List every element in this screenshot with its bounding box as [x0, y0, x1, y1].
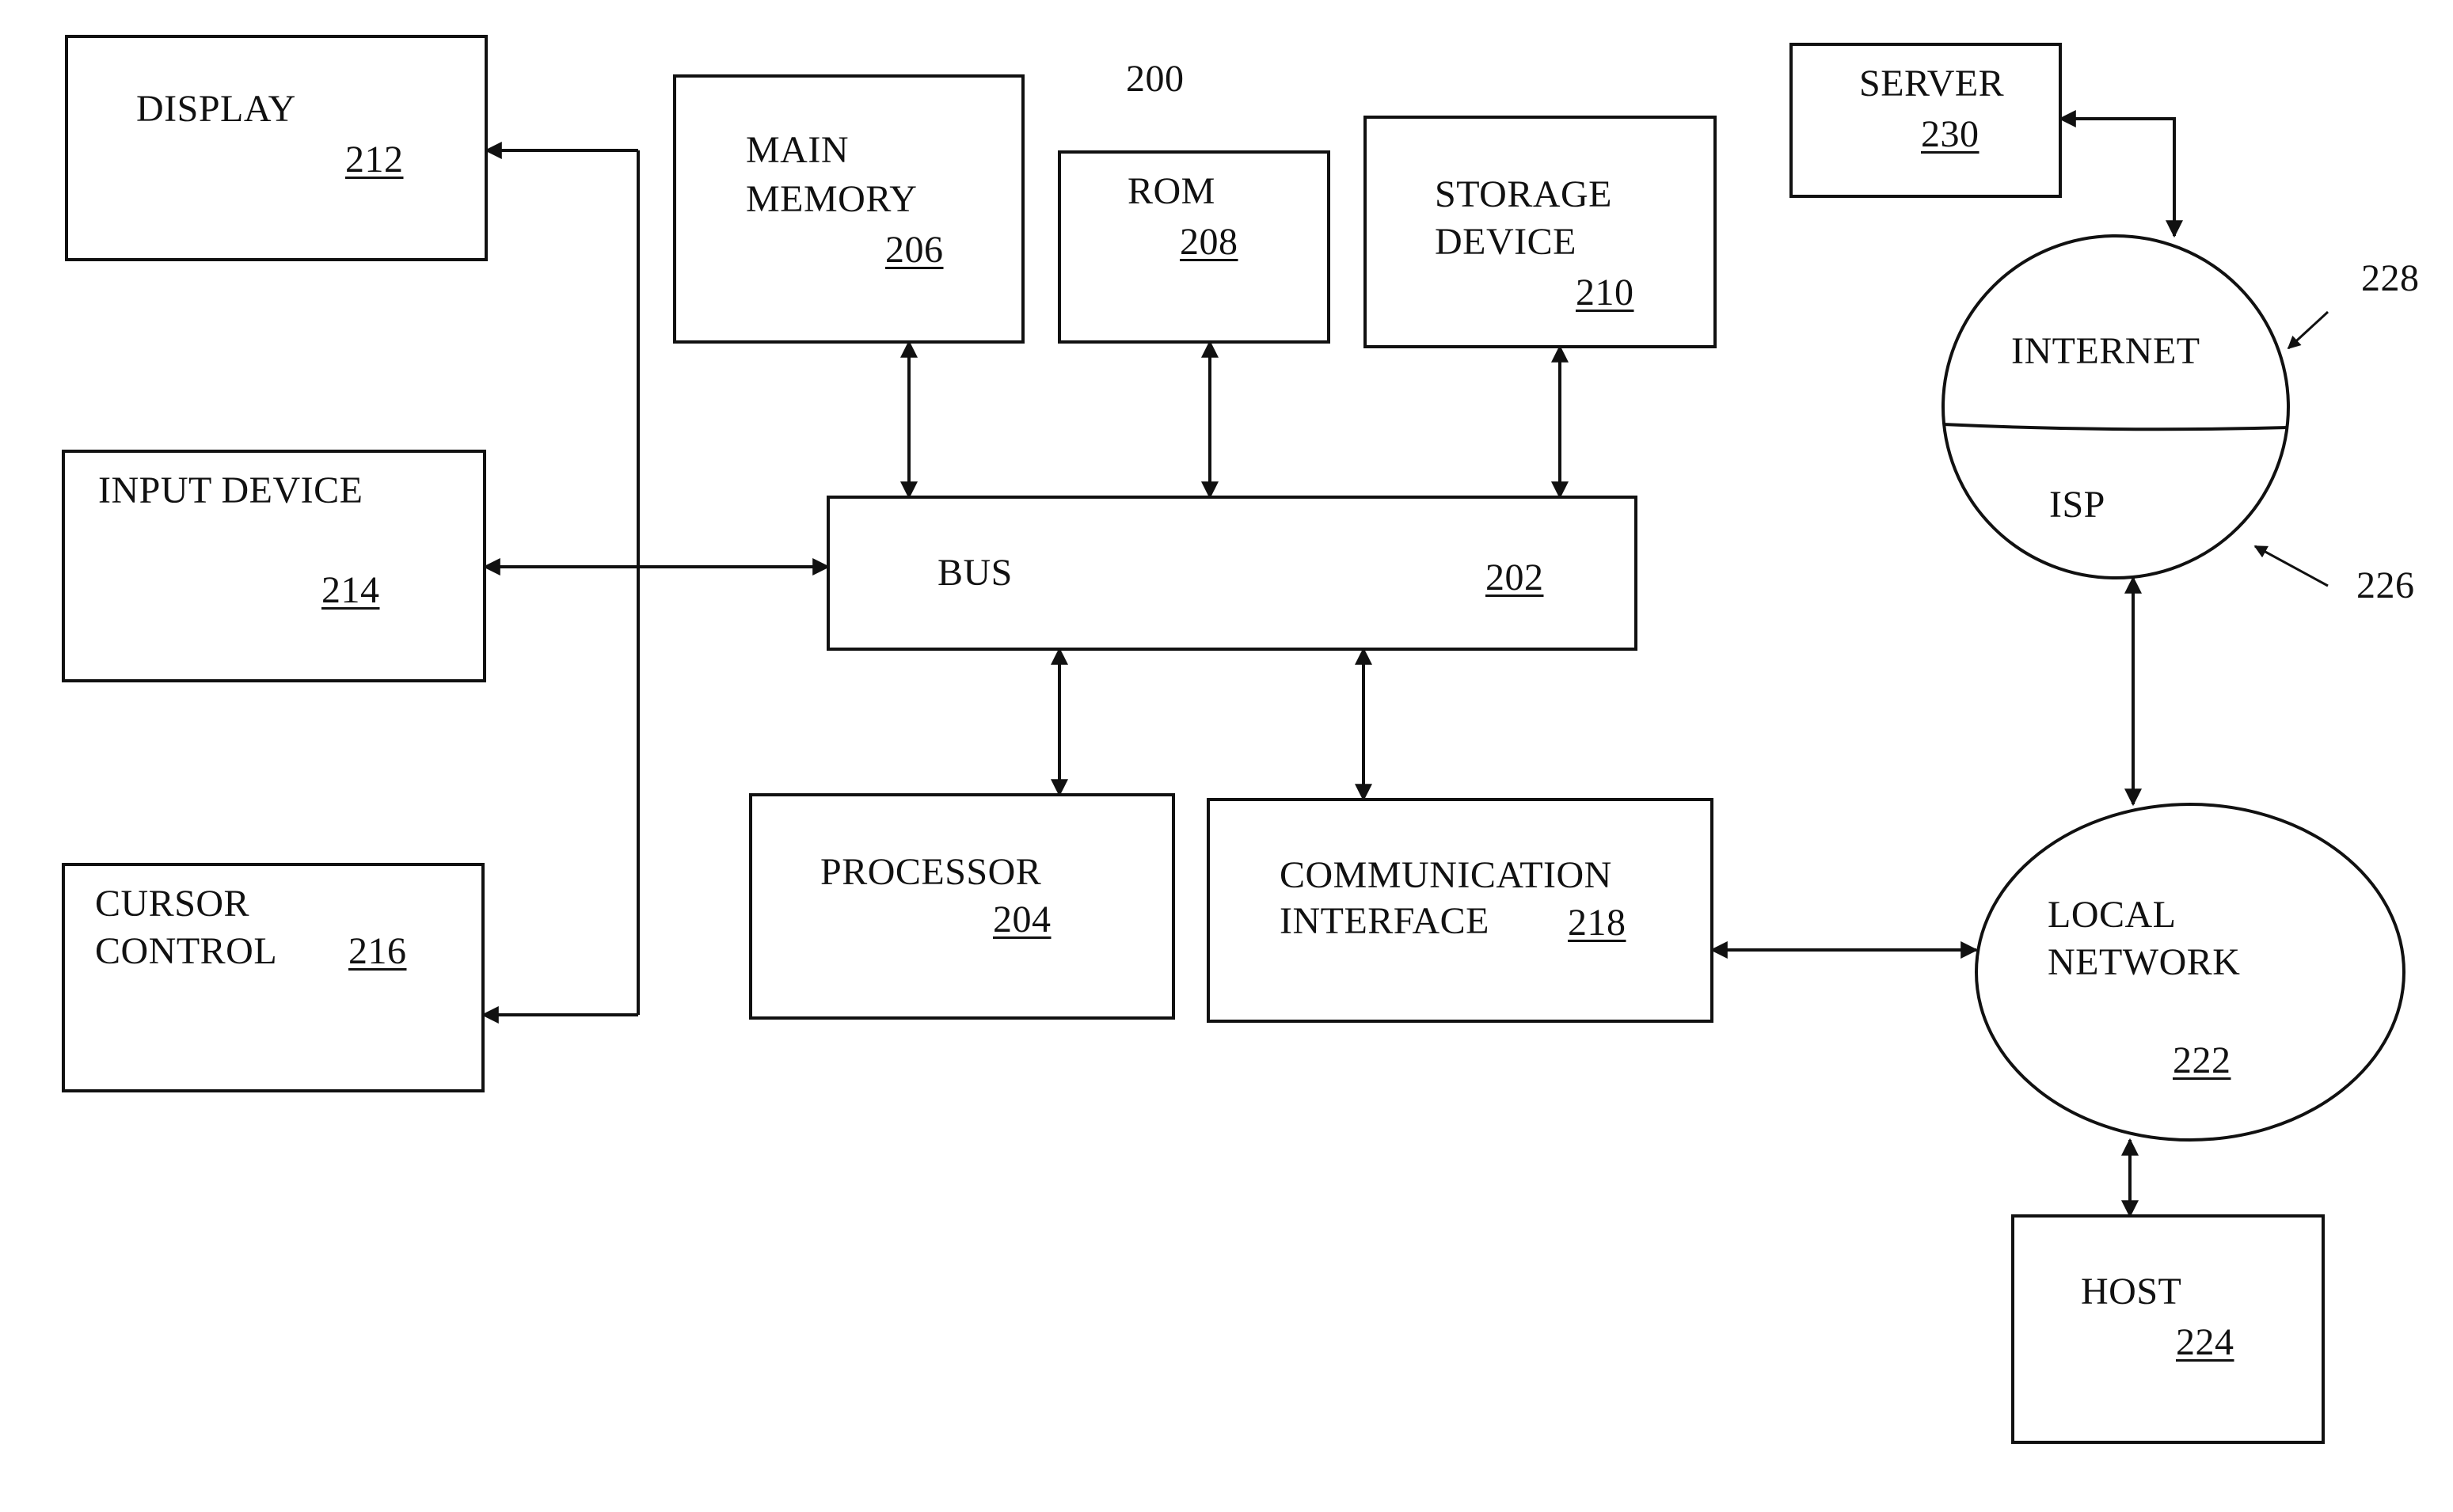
- display-label: DISPLAY: [136, 85, 296, 133]
- rom-ref: 208: [1180, 218, 1238, 266]
- internet-ref: 228: [2361, 255, 2420, 302]
- server-label: SERVER: [1859, 60, 2004, 108]
- cursor-control-label-line1: CURSOR: [95, 880, 249, 928]
- internet-ref-pointer: [2288, 312, 2328, 348]
- main-memory-ref: 206: [885, 226, 944, 274]
- processor-ref: 204: [993, 896, 1052, 944]
- display-box: [67, 36, 486, 260]
- host-ref: 224: [2176, 1319, 2234, 1366]
- server-ref: 230: [1921, 111, 1980, 158]
- local-network-label-line2: NETWORK: [2048, 939, 2240, 986]
- local-network-ref: 222: [2173, 1037, 2231, 1085]
- figure-number: 200: [1126, 55, 1185, 103]
- isp-ref: 226: [2356, 562, 2415, 610]
- communication-interface-label-line2: INTERFACE: [1280, 898, 1489, 945]
- host-label: HOST: [2081, 1268, 2181, 1316]
- isp-label: ISP: [2049, 481, 2105, 529]
- display-ref: 212: [345, 136, 404, 184]
- cursor-control-ref: 216: [348, 928, 407, 975]
- bus-label: BUS: [937, 549, 1013, 597]
- internet-isp-circle: [1943, 236, 2288, 578]
- main-memory-label-line1: MAIN: [746, 127, 849, 174]
- cursor-control-label-line2: CONTROL: [95, 928, 277, 975]
- main-memory-label-line2: MEMORY: [746, 176, 917, 223]
- internet-label: INTERNET: [2011, 328, 2200, 375]
- input-device-label: INPUT DEVICE: [98, 467, 363, 515]
- communication-interface-ref: 218: [1568, 899, 1626, 947]
- processor-box: [751, 795, 1173, 1018]
- communication-interface-label-line1: COMMUNICATION: [1280, 852, 1612, 899]
- storage-device-ref: 210: [1576, 269, 1634, 317]
- local-network-label-line1: LOCAL: [2048, 891, 2176, 939]
- input-device-ref: 214: [321, 567, 380, 614]
- host-box: [2013, 1216, 2323, 1442]
- storage-device-label-line1: STORAGE: [1435, 171, 1612, 218]
- bus-ref: 202: [1485, 554, 1544, 602]
- isp-ref-pointer: [2255, 546, 2328, 586]
- processor-label: PROCESSOR: [820, 849, 1041, 896]
- storage-device-label-line2: DEVICE: [1435, 218, 1576, 266]
- rom-label: ROM: [1128, 168, 1215, 215]
- server-internet-arrow: [2060, 119, 2174, 236]
